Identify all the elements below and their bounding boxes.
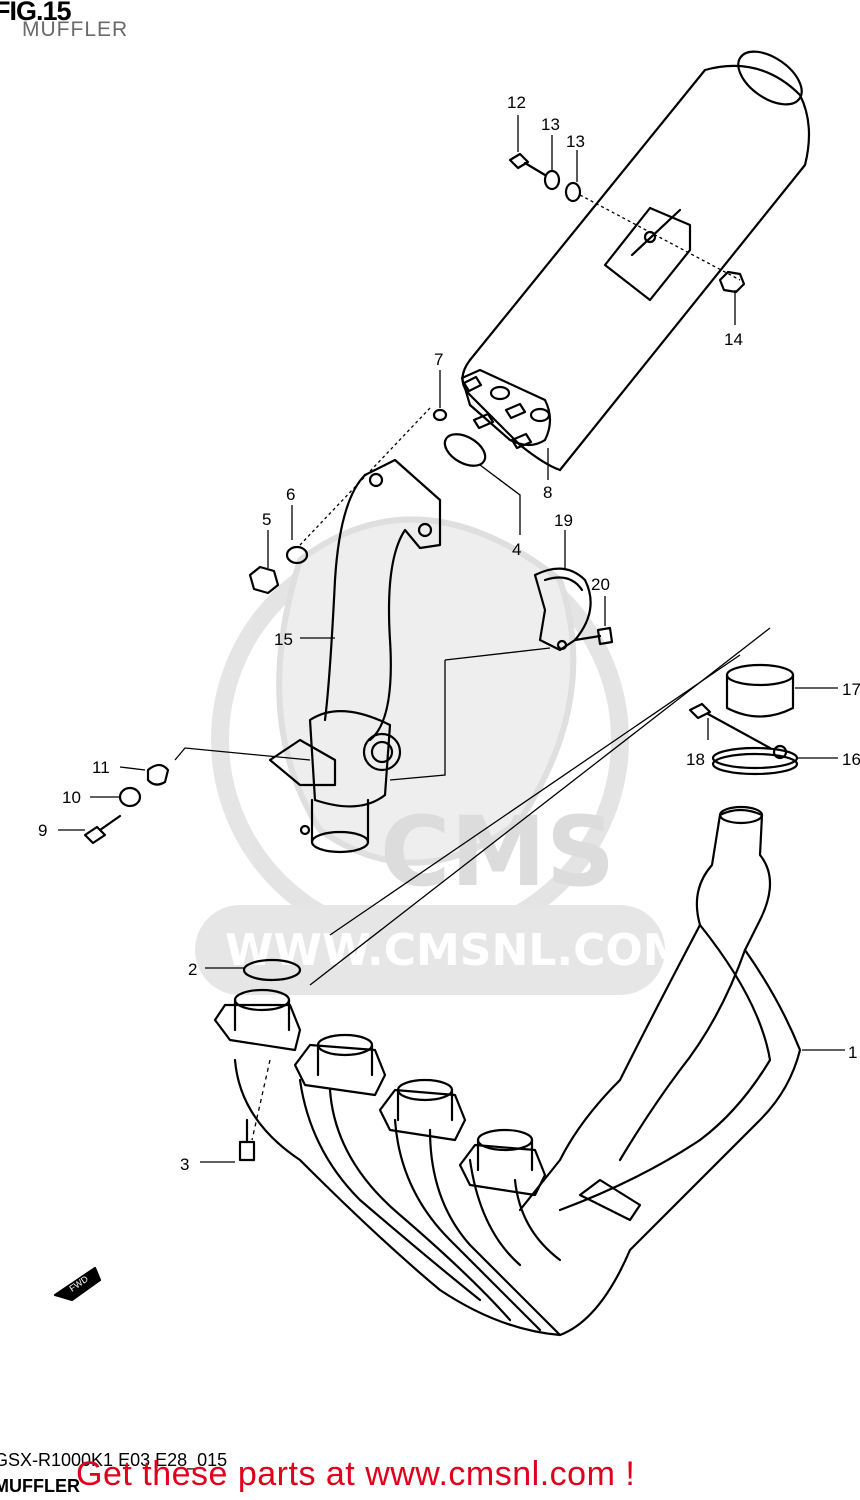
callout-4: 4 <box>512 540 521 559</box>
watermark: CMS WWW.CMSNL.COM <box>195 516 687 995</box>
callout-7: 7 <box>434 350 443 369</box>
callout-19: 19 <box>554 511 573 530</box>
muffler-canister <box>460 50 811 472</box>
callout-16: 16 <box>842 750 860 769</box>
callout-3: 3 <box>180 1155 189 1174</box>
gasket-4 <box>443 433 487 467</box>
collar-10 <box>118 786 142 808</box>
gasket-2 <box>242 958 302 982</box>
callout-11: 11 <box>92 758 110 777</box>
callout-2: 2 <box>188 960 197 979</box>
callout-6: 6 <box>286 485 295 504</box>
o-ring-7 <box>432 408 448 422</box>
exhaust-headers <box>213 805 802 1337</box>
cushion-11 <box>146 763 170 786</box>
watermark-url: WWW.CMSNL.COM <box>225 925 687 976</box>
callout-10: 10 <box>62 788 81 807</box>
bolt-20 <box>573 626 614 646</box>
callout-17: 17 <box>842 680 860 699</box>
callout-14: 14 <box>724 330 743 349</box>
callout-15: 15 <box>274 630 293 649</box>
callout-18: 18 <box>686 750 705 769</box>
washer-6 <box>285 545 309 565</box>
figure-number: FIG.15 <box>0 0 72 26</box>
section-name: MUFFLER <box>0 1476 80 1496</box>
callout-13b: 13 <box>566 132 585 151</box>
callout-12: 12 <box>507 93 526 112</box>
washer-13b <box>564 181 582 203</box>
washer-13a <box>543 169 561 191</box>
callout-labels: 1 2 3 4 5 6 7 8 9 10 11 12 13 13 14 15 1… <box>38 93 860 1174</box>
callout-5: 5 <box>262 510 271 529</box>
figure-subtitle: MUFFLER <box>22 18 129 41</box>
fwd-arrow-icon <box>53 1266 102 1302</box>
bolt-12 <box>508 152 547 177</box>
watermark-brand: CMS <box>380 796 615 908</box>
leader-lines <box>58 115 845 1163</box>
callout-9: 9 <box>38 821 47 840</box>
callout-20: 20 <box>591 575 610 594</box>
clamp-16 <box>688 702 799 776</box>
nut-14 <box>718 270 746 294</box>
nut-5 <box>248 565 280 595</box>
callout-1: 1 <box>848 1043 857 1062</box>
bolt-9 <box>83 814 122 845</box>
connecting-pipe <box>268 458 442 854</box>
sleeve-17 <box>725 663 795 718</box>
bolt-3 <box>238 1118 256 1162</box>
model-code: GSX-R1000K1 E03 E28_015 <box>0 1450 228 1470</box>
promo-link[interactable]: Get these parts at www.cmsnl.com ! <box>76 1455 636 1493</box>
callout-8: 8 <box>543 483 552 502</box>
callout-13a: 13 <box>541 115 560 134</box>
